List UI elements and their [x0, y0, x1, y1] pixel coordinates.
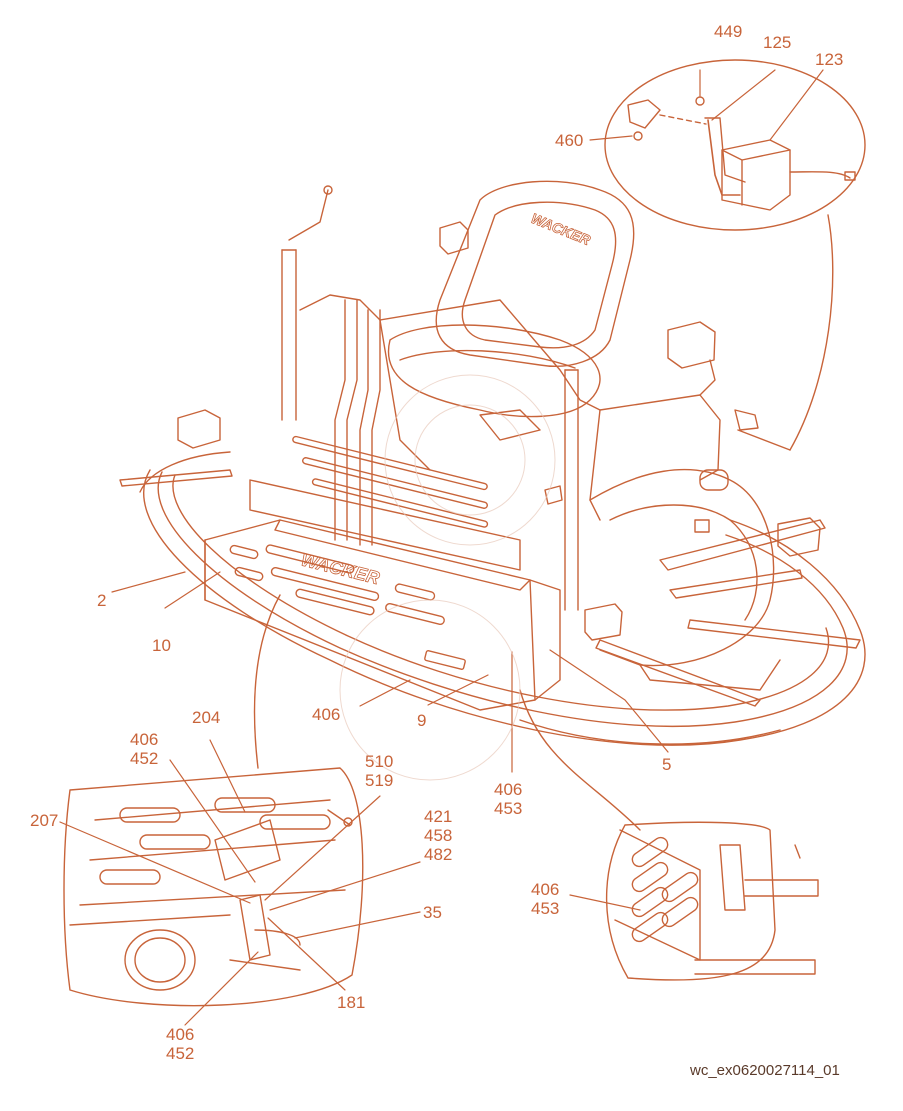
background-watermark [339, 374, 556, 781]
rear-panel-slots [249, 435, 521, 571]
panel-brand-mark: WACKER [299, 549, 381, 588]
switch-detail-view [519, 689, 819, 981]
callout-204: 204 [192, 708, 221, 727]
callout-123: 123 [815, 50, 844, 69]
callout-207: 207 [30, 811, 59, 830]
front-panel-slots [229, 544, 466, 670]
figure-identifier: wc_ex0620027114_01 [690, 1062, 840, 1079]
machine-body [299, 294, 781, 691]
trowel-guard-rings [139, 451, 866, 746]
callout-125: 125 [763, 33, 792, 52]
callout-460: 460 [555, 131, 584, 150]
operator-seat: WACKER [387, 180, 635, 418]
seat-brand-mark: WACKER [529, 210, 594, 248]
callout-181: 181 [337, 993, 366, 1012]
callout-2: 2 [97, 591, 107, 610]
callout-10: 10 [152, 636, 171, 655]
trowel-blades [119, 469, 861, 707]
control-levers [281, 185, 579, 611]
light-detail-callout [604, 59, 866, 451]
callout-35: 35 [423, 903, 442, 922]
callout-449: 449 [714, 22, 743, 41]
callout-406-a: 406 [312, 705, 341, 724]
front-step-panel: WACKER [204, 435, 561, 711]
work-lights [177, 221, 821, 641]
leader-lines [59, 69, 824, 1026]
callout-5: 5 [662, 755, 672, 774]
callout-9: 9 [417, 711, 427, 730]
pedal-detail-view [63, 594, 364, 1007]
